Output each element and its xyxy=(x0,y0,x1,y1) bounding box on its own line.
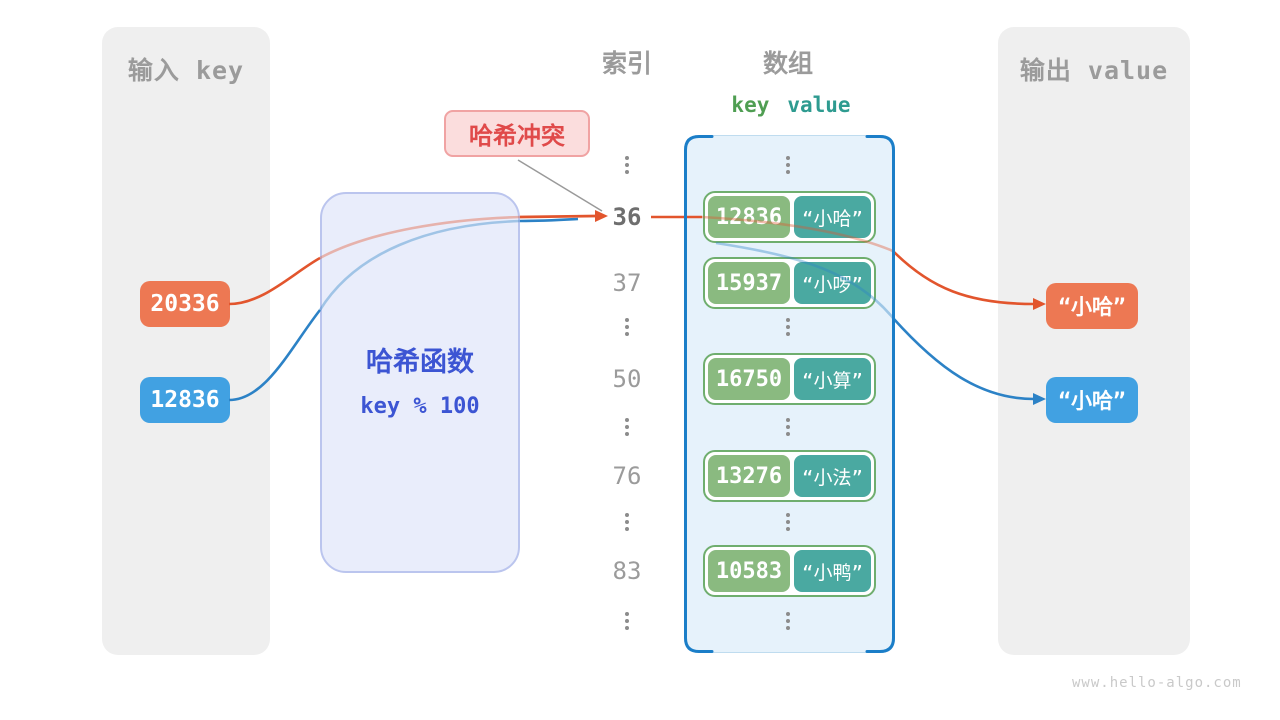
key-header-label: key xyxy=(731,93,770,117)
bucket-key: 10583 xyxy=(708,550,790,592)
bucket-row: 10583 “小鸭” xyxy=(703,545,876,597)
watermark: www.hello-algo.com xyxy=(1072,675,1242,691)
output-panel-title: 输出 value xyxy=(1019,56,1169,85)
hash-collision-callout: 哈希冲突 xyxy=(444,110,590,157)
hash-function-formula: key % 100 xyxy=(360,394,480,419)
vertical-ellipsis-icon xyxy=(760,156,816,174)
output-value-orange: “小哈” xyxy=(1046,283,1138,329)
bucket-row: 13276 “小法” xyxy=(703,450,876,502)
input-key-panel: 输入 key xyxy=(102,27,270,655)
vertical-ellipsis-icon xyxy=(599,318,655,336)
bucket-value: “小法” xyxy=(794,455,871,497)
collision-pointer-line xyxy=(517,159,603,212)
bucket-row: 15937 “小啰” xyxy=(703,257,876,309)
vertical-ellipsis-icon xyxy=(599,612,655,630)
output-value-blue: “小哈” xyxy=(1046,377,1138,423)
vertical-ellipsis-icon xyxy=(760,612,816,630)
input-key-20336: 20336 xyxy=(140,281,230,327)
vertical-ellipsis-icon xyxy=(760,418,816,436)
output-value-panel: 输出 value xyxy=(998,27,1190,655)
bucket-value: “小哈” xyxy=(794,196,871,238)
bucket-row: 16750 “小算” xyxy=(703,353,876,405)
hash-to-index-arrow xyxy=(519,210,608,223)
vertical-ellipsis-icon xyxy=(760,318,816,336)
array-column-header: 数组 xyxy=(762,49,813,78)
bucket-key: 15937 xyxy=(708,262,790,304)
key-value-header: key value xyxy=(703,93,879,117)
bucket-key: 16750 xyxy=(708,358,790,400)
bucket-value: “小啰” xyxy=(794,262,871,304)
bucket-value: “小鸭” xyxy=(794,550,871,592)
vertical-ellipsis-icon xyxy=(599,156,655,174)
index-cell-37: 37 xyxy=(612,269,642,297)
bucket-key: 13276 xyxy=(708,455,790,497)
hash-function-box xyxy=(320,192,520,573)
index-cell-36: 36 xyxy=(612,203,642,231)
vertical-ellipsis-icon xyxy=(760,513,816,531)
index-cell-50: 50 xyxy=(612,365,642,393)
input-panel-title: 输入 key xyxy=(127,56,245,85)
vertical-ellipsis-icon xyxy=(599,418,655,436)
value-header-label: value xyxy=(787,93,851,117)
index-column-header: 索引 xyxy=(601,49,652,78)
index-cell-76: 76 xyxy=(612,462,642,490)
bucket-key: 12836 xyxy=(708,196,790,238)
input-key-12836: 12836 xyxy=(140,377,230,423)
bucket-value: “小算” xyxy=(794,358,871,400)
bucket-row: 12836 “小哈” xyxy=(703,191,876,243)
index-cell-83: 83 xyxy=(612,557,642,585)
vertical-ellipsis-icon xyxy=(599,513,655,531)
hash-function-title: 哈希函数 xyxy=(366,347,474,378)
